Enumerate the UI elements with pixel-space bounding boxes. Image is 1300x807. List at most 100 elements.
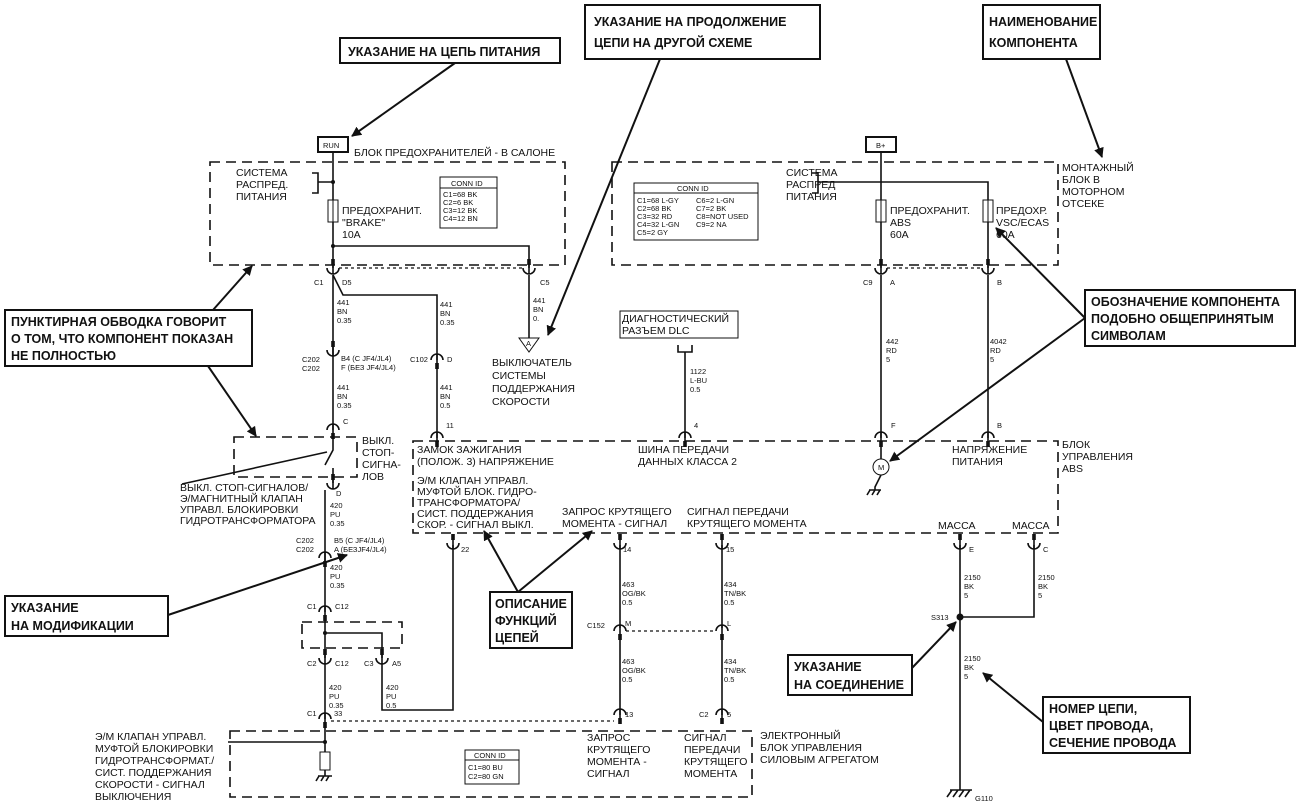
conn-id-row: C2=80 GN xyxy=(468,772,504,781)
line: ОТСЕКЕ xyxy=(1062,198,1104,210)
conn-label: 15 xyxy=(726,545,734,554)
conn-id-row: C4=32 L-GN xyxy=(637,220,679,229)
connector-labels: C1 D5 C5 C202 C202 B4 (С JF4/JL4) F (БЕЗ… xyxy=(296,278,1049,803)
connector-pin-icon xyxy=(958,534,962,540)
wire-label-line: OG/BK xyxy=(622,666,646,675)
conn-id-row: C3=12 BK xyxy=(443,206,477,215)
conn-label: C3 xyxy=(364,659,374,668)
pcm-conn-id-table: CONN ID C1=80 BU C2=80 GN xyxy=(464,749,520,785)
conn-label: B5 (C JF4/JL4) xyxy=(334,536,385,545)
callout-circuit-function: ОПИСАНИЕ ФУНКЦИЙ ЦЕПЕЙ xyxy=(489,591,573,649)
connector-pin-icon xyxy=(380,649,384,655)
conn-label: 14 xyxy=(623,545,631,554)
conn-label: C1 xyxy=(314,278,324,287)
line: МОНТАЖНЫЙ xyxy=(1062,161,1134,174)
connector-pin-icon xyxy=(527,259,531,265)
wire-label-line: 2150 xyxy=(1038,573,1055,582)
line: (ПОЛОЖ. 3) НАПРЯЖЕНИЕ xyxy=(417,456,554,468)
line: ПУНКТИРНАЯ ОБВОДКА ГОВОРИТ xyxy=(11,315,227,329)
line: ABS xyxy=(1062,463,1083,475)
line: КРУТЯЩЕГО xyxy=(587,744,650,756)
line: ВЫКЛЮЧАТЕЛЬ xyxy=(492,357,572,369)
line: РАСПРЕД xyxy=(786,179,835,191)
engine-fuse-block-outline xyxy=(611,161,1059,266)
wire-label-line: 0.5 xyxy=(386,701,396,710)
conn-label: 13 xyxy=(625,710,633,719)
line: НА СОЕДИНЕНИЕ xyxy=(794,678,904,692)
wire-label-line: 2150 xyxy=(964,654,981,663)
line: СИСТ. ПОДДЕРЖАНИЯ xyxy=(95,767,211,779)
line: ПРЕДОХР. xyxy=(996,205,1047,217)
line: ЭЛЕКТРОННЫЙ xyxy=(760,729,841,742)
line: МОМЕНТА xyxy=(684,768,737,780)
line: ОБОЗНАЧЕНИЕ КОМПОНЕНТА xyxy=(1091,295,1280,309)
wire-label-line: 0.5 xyxy=(440,401,450,410)
wire-label-line: 0.5 xyxy=(724,675,734,684)
wire-label-line: 2150 xyxy=(964,573,981,582)
conn-label: D5 xyxy=(342,278,352,287)
line: ЛОВ xyxy=(362,471,384,483)
abs-module-outline xyxy=(412,440,1059,534)
wire-label-line: 420 xyxy=(329,683,342,692)
splice-label: S313 xyxy=(931,613,949,622)
line: ЦВЕТ ПРОВОДА, xyxy=(1049,719,1153,733)
conn-label: C xyxy=(343,417,349,426)
line: Э/М КЛАПАН УПРАВЛ. xyxy=(95,731,206,743)
connector-pin-icon xyxy=(879,259,883,265)
connector-pin-icon xyxy=(618,534,622,540)
connector-pin-icon xyxy=(986,259,990,265)
conn-label: C12 xyxy=(335,659,349,668)
callout-wire-id: НОМЕР ЦЕПИ, ЦВЕТ ПРОВОДА, СЕЧЕНИЕ ПРОВОД… xyxy=(1042,696,1191,754)
motor-icon xyxy=(872,458,890,476)
stop-switch-description: ВЫКЛ. СТОП-СИГНАЛОВ/ Э/МАГНИТНЫЙ КЛАПАН … xyxy=(180,482,316,527)
line: ПРЕДОХРАНИТ. xyxy=(890,205,970,217)
line: УПРАВЛЕНИЯ xyxy=(1062,451,1133,463)
line: ПОДДЕРЖАНИЯ xyxy=(492,383,575,395)
conn-id-row: C2=68 BK xyxy=(637,204,671,213)
connector-pin-icon xyxy=(618,634,622,640)
conn-id-row: C8=NOT USED xyxy=(696,212,749,221)
wire-label-line: PU xyxy=(329,692,339,701)
line: БЛОК В xyxy=(1062,174,1100,186)
line: БЛОК УПРАВЛЕНИЯ xyxy=(760,742,862,754)
conn-label: D xyxy=(336,489,342,498)
conn-label: C202 xyxy=(302,364,320,373)
line: НЕ ПОЛНОСТЬЮ xyxy=(11,349,116,363)
line: НА МОДИФИКАЦИИ xyxy=(11,619,134,633)
wire-label-line: TN/BK xyxy=(724,589,746,598)
wire-label-line: 420 xyxy=(330,501,343,510)
conn-label: B xyxy=(997,421,1002,430)
wire-label-line: 0.35 xyxy=(330,519,345,528)
line: ВЫКЛ. xyxy=(362,435,394,447)
wire-label-line: 5 xyxy=(964,672,968,681)
line: ОПИСАНИЕ xyxy=(495,597,567,611)
line: УКАЗАНИЕ НА ЦЕПЬ ПИТАНИЯ xyxy=(348,45,540,59)
wire-label-line: L-BU xyxy=(690,376,707,385)
wire-label-line: OG/BK xyxy=(622,589,646,598)
pcm-outline xyxy=(229,730,753,798)
connector-pin-icon xyxy=(1032,534,1036,540)
line: СИМВОЛАМ xyxy=(1091,329,1166,343)
conn-label: E xyxy=(969,545,974,554)
line: ГИДРОТРАНСФОРМАТОРА xyxy=(180,515,316,527)
splice-dot xyxy=(323,740,327,744)
connector-pin-icon xyxy=(683,441,687,447)
wire-label-line: PU xyxy=(386,692,396,701)
line: ДИАГНОСТИЧЕСКИЙ xyxy=(622,312,729,325)
wire-label-line: 420 xyxy=(330,563,343,572)
continuation-ref: A xyxy=(526,339,531,348)
wire-label-line: 463 xyxy=(622,657,635,666)
line: 60A xyxy=(890,229,909,241)
conn-label: A5 xyxy=(392,659,401,668)
line: ЗАМОК ЗАЖИГАНИЯ xyxy=(417,444,522,456)
connector-pin-icon xyxy=(323,722,327,728)
wire-label-line: RD xyxy=(990,346,1001,355)
conn-id-row: C4=12 BN xyxy=(443,214,478,223)
engine-distribution-label: СИСТЕМА РАСПРЕД ПИТАНИЯ xyxy=(786,167,838,203)
wire-label-line: 0.35 xyxy=(330,581,345,590)
